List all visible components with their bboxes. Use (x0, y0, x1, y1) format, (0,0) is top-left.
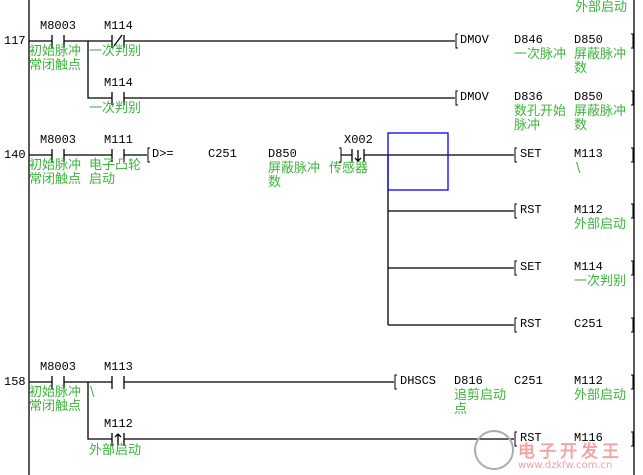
operand: D816 (454, 374, 483, 388)
comment: 初始脉冲 常闭触点 (29, 158, 82, 187)
comment: 外部启动 (89, 443, 142, 458)
watermark-logo (474, 430, 514, 470)
step-number: 140 (4, 148, 26, 162)
contact-label[interactable]: M111 (104, 133, 133, 147)
operand: D836 (514, 90, 543, 104)
rung-117-branch (87, 41, 455, 105)
comment: 屏蔽脉冲 数 (574, 104, 627, 133)
comment: \ (90, 385, 95, 400)
operand: D850 (574, 33, 603, 47)
cursor-box (387, 132, 449, 191)
comment: 初始脉冲 常闭触点 (29, 385, 82, 414)
step-number: 158 (4, 375, 26, 389)
contact-label[interactable]: X002 (344, 133, 373, 147)
comment: 屏蔽脉冲 数 (268, 161, 321, 190)
rung-158-branch (87, 382, 514, 446)
contact-label[interactable]: M112 (104, 417, 133, 431)
contacts-140 (51, 149, 365, 162)
contact-label[interactable]: M114 (104, 19, 133, 33)
step-number: 117 (4, 34, 26, 48)
contact-label[interactable]: M113 (104, 360, 133, 374)
comment: 一次判别 (574, 274, 627, 289)
comment: 外部启动 (574, 217, 627, 232)
operand: C251 (208, 147, 237, 161)
instruction[interactable]: SET (520, 147, 542, 161)
instruction[interactable]: RST (520, 317, 542, 331)
comment: 传感器 (329, 161, 369, 176)
compare-instruction[interactable]: D>= (152, 147, 174, 161)
contacts-158 (51, 376, 125, 389)
comment: 初始脉冲 常闭触点 (29, 44, 82, 73)
operand: D846 (514, 33, 543, 47)
comment: 外部启动 (574, 388, 627, 403)
comment: 追剪启动 点 (454, 388, 507, 417)
contact-label[interactable]: M8003 (40, 19, 77, 33)
instruction[interactable]: DMOV (460, 33, 489, 47)
rung-140-branch (387, 155, 514, 326)
instruction[interactable]: RST (520, 203, 542, 217)
comment: 一次判别 (89, 44, 142, 59)
contact-label[interactable]: M8003 (40, 360, 77, 374)
operand: M112 (574, 203, 603, 217)
operand: D850 (268, 147, 297, 161)
comment: 一次判别 (89, 101, 142, 116)
contact-label[interactable]: M8003 (40, 133, 77, 147)
contacts-117 (51, 34, 125, 48)
watermark-title: 电子开发王 (518, 442, 623, 462)
instruction[interactable]: DMOV (460, 90, 489, 104)
operand: C251 (574, 317, 603, 331)
operand: M114 (574, 260, 603, 274)
instruction[interactable]: RST (520, 431, 542, 445)
comment: 一次脉冲 (514, 47, 567, 62)
watermark-url: www.dzkfw.com.cn (518, 460, 613, 471)
contact-label[interactable]: M114 (104, 76, 133, 90)
operand: D850 (574, 90, 603, 104)
comment: 屏蔽脉冲 数 (574, 47, 627, 76)
instruction-brackets (147, 33, 634, 447)
instruction[interactable]: SET (520, 260, 542, 274)
operand: C251 (514, 374, 543, 388)
comment: 外部启动 (575, 0, 628, 15)
comment: \ (576, 161, 581, 176)
comment: 数孔开始 脉冲 (514, 104, 567, 133)
operand: M113 (574, 147, 603, 161)
operand: M116 (574, 431, 603, 445)
instruction[interactable]: DHSCS (400, 374, 437, 388)
comment: 电子凸轮 启动 (89, 158, 142, 187)
operand: M112 (574, 374, 603, 388)
